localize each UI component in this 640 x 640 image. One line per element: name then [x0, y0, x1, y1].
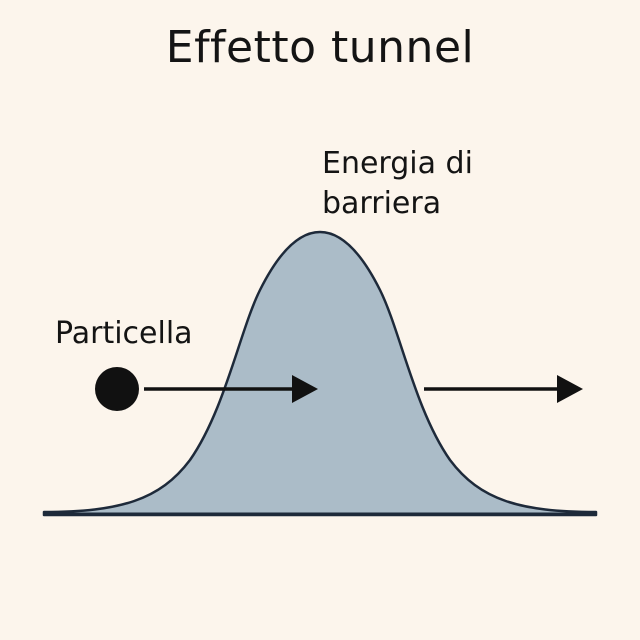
particle	[95, 367, 139, 411]
barrier-label-line2: barriera	[322, 186, 442, 221]
diagram-title: Effetto tunnel	[165, 22, 475, 73]
barrier-energy-label: Energia di barriera	[322, 144, 542, 224]
potential-barrier	[42, 230, 598, 517]
barrier-label-line1: Energia di	[322, 146, 473, 181]
particle-label: Particella	[55, 316, 193, 351]
incoming-arrow	[144, 375, 318, 403]
transmitted-arrow	[424, 375, 583, 403]
